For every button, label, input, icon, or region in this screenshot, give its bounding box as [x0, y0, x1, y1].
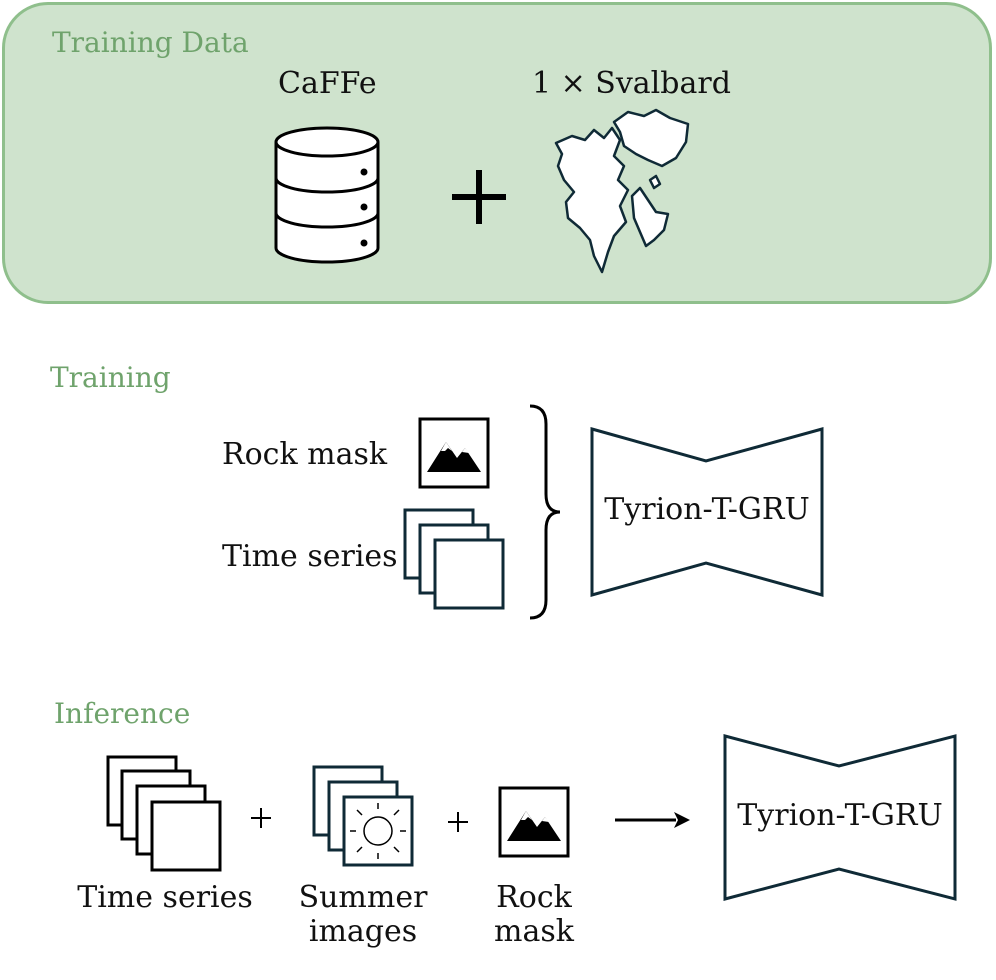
- hourglass-network-icon: [590, 427, 824, 597]
- training-title: Training: [50, 361, 171, 394]
- training-data-title: Training Data: [52, 26, 249, 59]
- summer-images-label-line2: images: [308, 914, 418, 949]
- database-icon: [274, 126, 380, 264]
- inference-title: Inference: [54, 697, 191, 730]
- curly-brace-icon: [529, 404, 561, 620]
- svalbard-label: 1 × Svalbard: [532, 66, 731, 101]
- mountain-image-icon: [418, 417, 490, 489]
- plus-icon: [452, 170, 506, 224]
- model-label: Tyrion-T-GRU: [737, 798, 943, 833]
- time-series-label: Time series: [77, 880, 253, 915]
- sun-icon: [350, 803, 406, 859]
- model-label: Tyrion-T-GRU: [604, 492, 810, 527]
- image-stack-icon: [106, 755, 222, 872]
- arrow-right-icon: [615, 812, 690, 828]
- rock-mask-label-line2: mask: [494, 914, 574, 949]
- rock-mask-label: Rock mask: [222, 437, 388, 472]
- training-data-panel: [2, 2, 992, 304]
- mountain-image-icon: [498, 786, 570, 858]
- time-series-label: Time series: [222, 539, 398, 574]
- caffe-label: CaFFe: [278, 66, 377, 101]
- image-stack-icon: [403, 508, 505, 610]
- plus-icon: [448, 812, 468, 832]
- hourglass-network-icon: [723, 734, 957, 901]
- plus-icon: [251, 808, 271, 828]
- rock-mask-label-line1: Rock: [496, 880, 572, 915]
- svalbard-map-icon: [554, 108, 690, 274]
- summer-images-label-line1: Summer: [298, 880, 428, 915]
